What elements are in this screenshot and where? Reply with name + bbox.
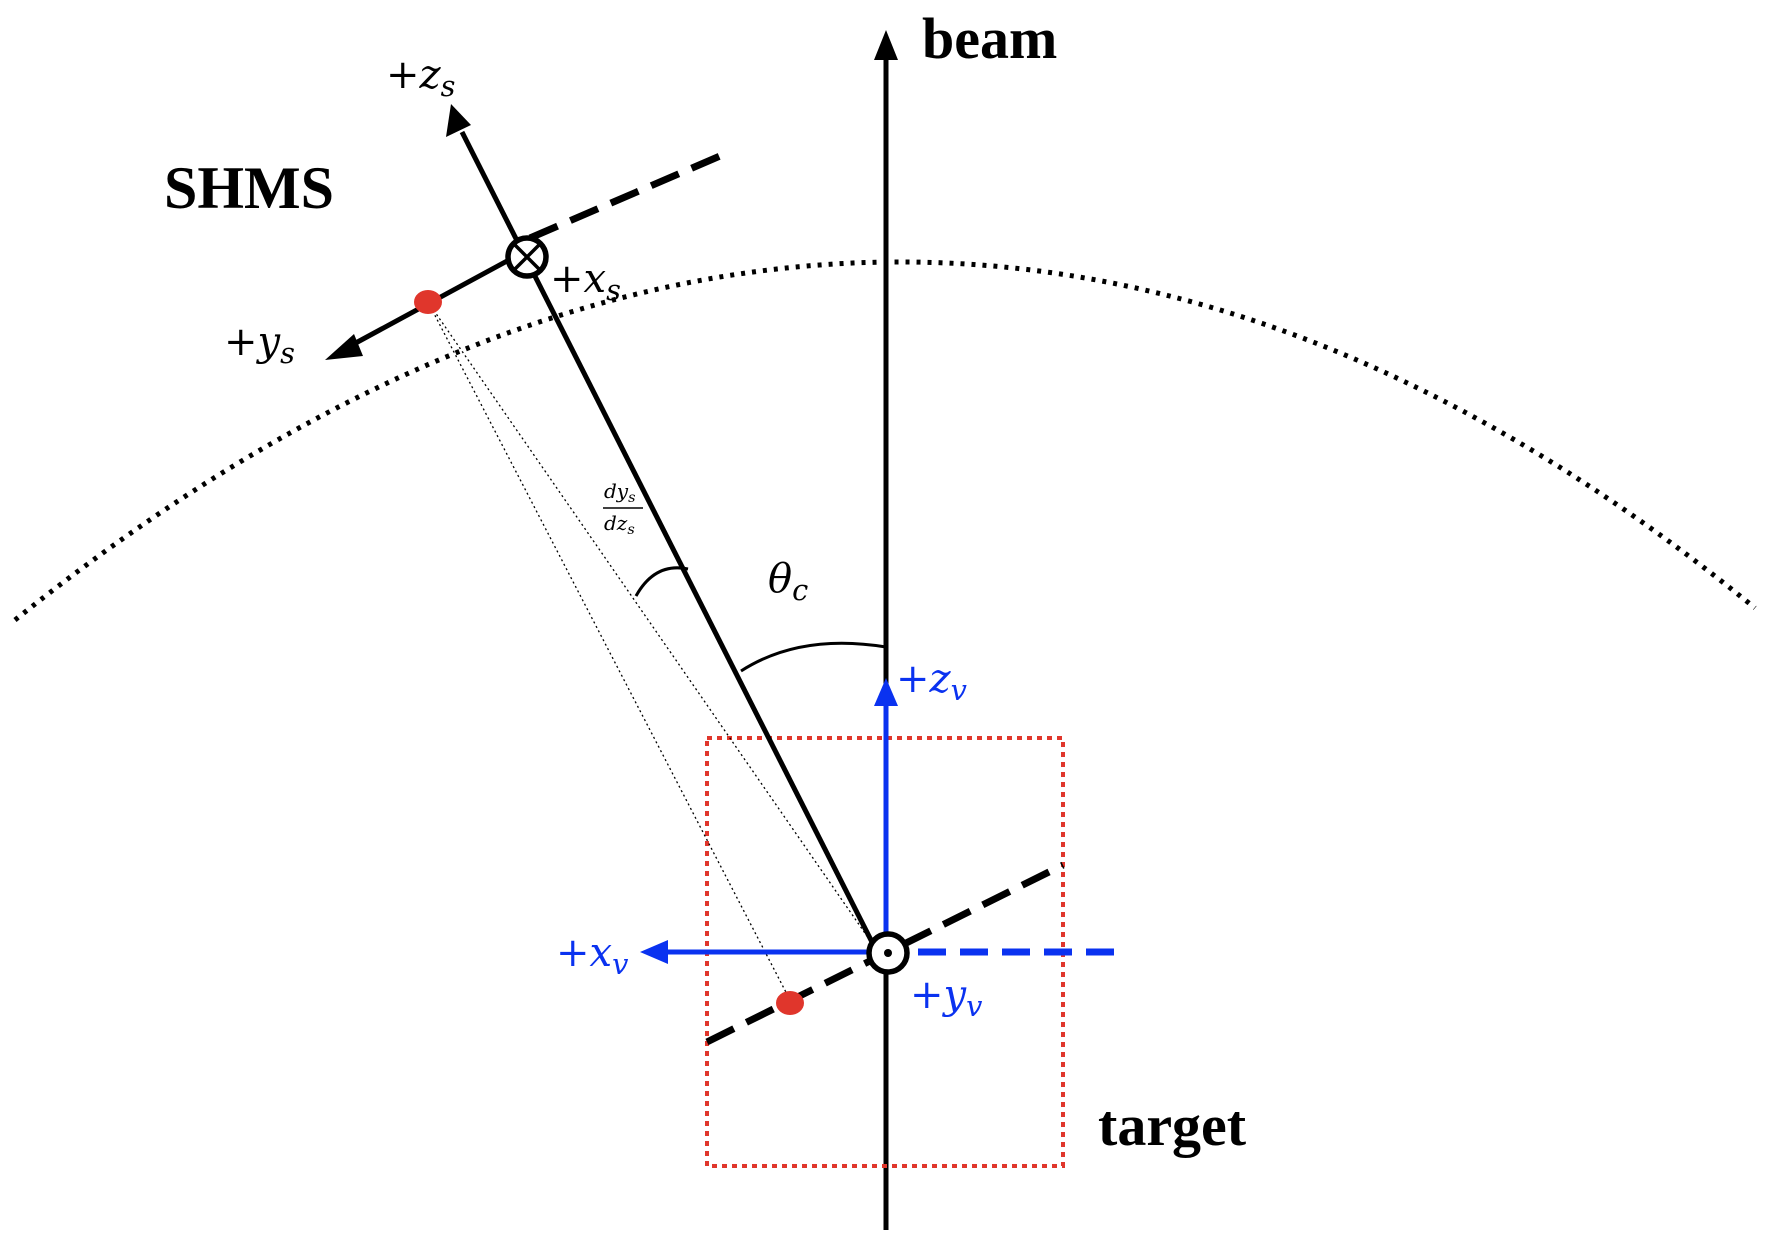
yv-out-of-page-icon (866, 931, 910, 975)
zv-label: +zv (896, 656, 967, 707)
zs-arrowhead (446, 104, 471, 137)
xv-label: +xv (556, 930, 628, 981)
shms-point (414, 290, 442, 314)
ys-label: +ys (224, 319, 295, 370)
yv-label: +yv (910, 972, 982, 1023)
zv-arrowhead (874, 678, 898, 706)
beam-arrowhead (874, 30, 898, 60)
dys-dzs-fraction: dys dzs (603, 479, 643, 538)
spectrometer-arc (13, 259, 1757, 622)
dys-dzs-arc (634, 566, 689, 597)
xs-label: +xs (550, 256, 621, 307)
fraction-denominator: dzs (604, 511, 635, 538)
beam-label: beam (922, 6, 1057, 71)
target-label: target (1098, 1093, 1247, 1158)
ys-arrowhead (325, 334, 363, 360)
projection-line-inner (427, 301, 879, 953)
projection-line-outer (427, 301, 791, 1001)
fraction-numerator: dys (604, 479, 636, 506)
shms-tangent-dashed (528, 152, 722, 242)
xv-arrowhead (640, 940, 668, 964)
theta-c-label: θc (768, 556, 808, 607)
theta-c-arc (740, 641, 887, 673)
zs-label: +zs (386, 52, 455, 103)
shms-label: SHMS (164, 155, 334, 221)
xs-into-page-icon (505, 235, 549, 279)
target-point (776, 991, 804, 1015)
